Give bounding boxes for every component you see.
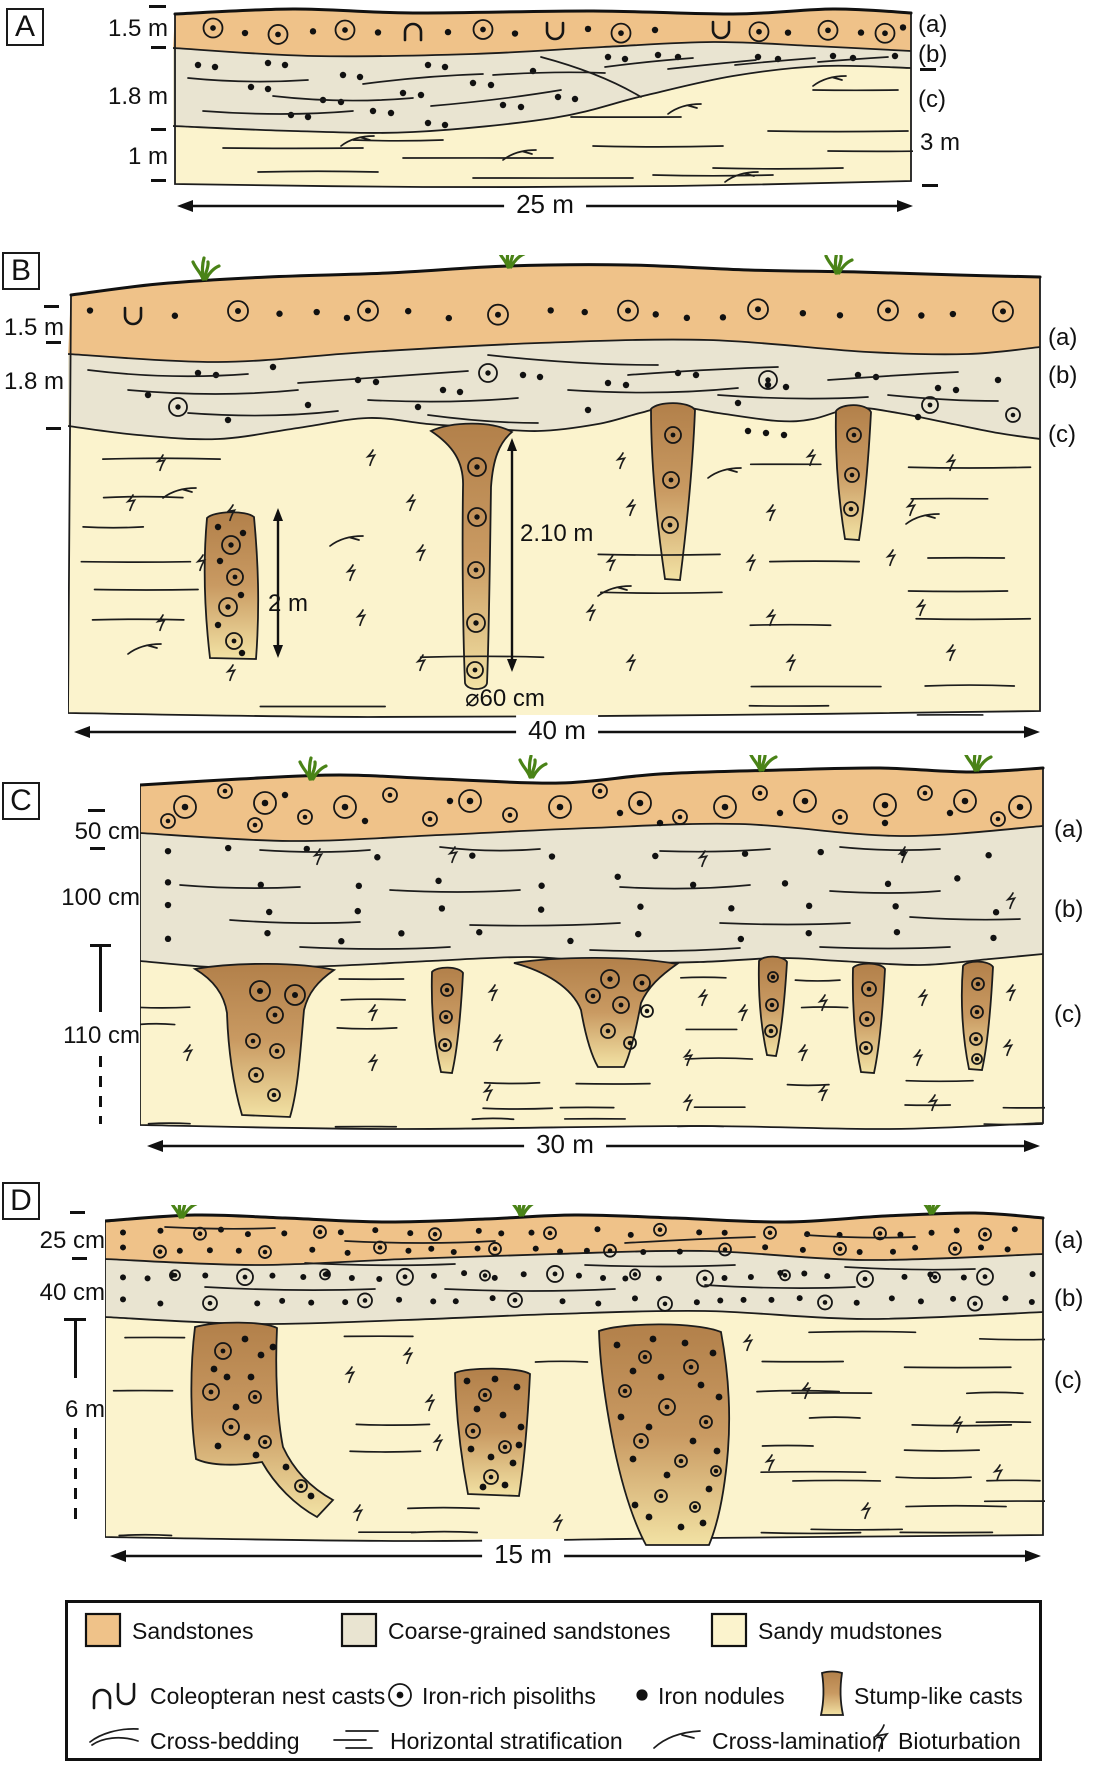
cross-bedding-icon — [89, 1728, 139, 1746]
scale-label: 6 m — [64, 1396, 105, 1423]
scale-label: 100 cm — [61, 884, 140, 911]
section-D-drawing — [105, 1205, 1045, 1546]
nest-casts-icon — [92, 1682, 136, 1710]
scale-tick — [90, 944, 111, 947]
scale-label: 1.5 m — [3, 314, 64, 341]
scale-label: 25 cm — [39, 1227, 105, 1254]
legend-label-nest-casts: Coleopteran nest casts — [150, 1683, 386, 1709]
width-scale-arrow-B: 40 m — [72, 715, 1042, 746]
section-C-drawing — [140, 755, 1045, 1130]
width-scale-arrow-D: 15 m — [108, 1539, 1043, 1570]
legend-label-sandy-mudstones: Sandy mudstones — [758, 1618, 943, 1644]
nodule-icon — [636, 1689, 648, 1701]
section-A-graphics — [173, 7, 913, 189]
section-C-graphics — [140, 755, 1045, 1130]
scale-tick — [88, 809, 105, 812]
scale-tick — [44, 305, 59, 308]
width-label-D: 15 m — [482, 1539, 564, 1570]
horizontal-stratification-icon — [333, 1730, 379, 1749]
layer-label-a: (a) — [1048, 324, 1078, 351]
scale-tick — [72, 1257, 87, 1260]
panel-letter-C: C — [2, 782, 40, 820]
right-scale-label: 3 m — [920, 129, 961, 156]
section-D-graphics — [105, 1205, 1045, 1546]
layer-label-b: (b) — [1054, 1285, 1084, 1312]
scale-tick — [90, 847, 105, 850]
legend-label-nodules: Iron nodules — [658, 1683, 785, 1709]
scale-tick — [151, 128, 166, 131]
sandstones-swatch — [84, 1612, 122, 1648]
panel-letter-B: B — [2, 252, 40, 290]
panel-letter-A: A — [6, 8, 44, 46]
scale-tick — [149, 5, 166, 8]
scale-label: 110 cm — [63, 1022, 140, 1049]
legend-label-cross-bedding: Cross-bedding — [150, 1728, 300, 1754]
width-label-C: 30 m — [524, 1129, 606, 1160]
layer-label-a: (a) — [918, 11, 948, 38]
layer-label-c: (c) — [1054, 1367, 1082, 1394]
layer-label-c: (c) — [1048, 421, 1076, 448]
cast-diameter-label: ⌀60 cm — [465, 685, 545, 712]
legend-label-coarse-sandstones: Coarse-grained sandstones — [388, 1618, 671, 1644]
legend-label-sandstones: Sandstones — [132, 1618, 254, 1644]
layer-label-a: (a) — [1054, 816, 1084, 843]
legend-label-bioturbation: Bioturbation — [898, 1728, 1021, 1754]
section-B-drawing: 2 m 2.10 m ⌀60 cm — [68, 255, 1042, 718]
scale-label: 1 m — [127, 143, 168, 170]
scale-tick — [920, 68, 936, 71]
scale-label: 40 cm — [39, 1279, 105, 1306]
layer-label-b: (b) — [918, 41, 948, 68]
width-scale-arrow-C: 30 m — [145, 1129, 1042, 1160]
cross-lamination-icon — [653, 1730, 701, 1749]
layer-label-b: (b) — [1048, 362, 1078, 389]
layer-label-c: (c) — [1054, 1001, 1082, 1028]
layer-label-b: (b) — [1054, 896, 1084, 923]
coarse-sandstones-swatch — [340, 1612, 378, 1648]
width-label-A: 25 m — [504, 189, 586, 220]
layer-label-a: (a) — [1054, 1227, 1084, 1254]
scale-tick — [46, 341, 61, 344]
legend-label-pisoliths: Iron-rich pisoliths — [422, 1683, 596, 1709]
scale-bar-dashed — [99, 1056, 102, 1124]
legend-label-cross-lamination: Cross-lamination — [712, 1728, 885, 1754]
sandy-mudstones-swatch — [710, 1612, 748, 1648]
section-B-graphics — [68, 255, 1042, 718]
scale-tick — [151, 179, 166, 182]
cast-depth-label: 2.10 m — [520, 520, 593, 547]
bioturbation-icon — [873, 1724, 890, 1752]
scale-tick — [70, 1211, 85, 1214]
scale-label: 1.8 m — [107, 83, 168, 110]
width-label-B: 40 m — [516, 715, 598, 746]
panel-letter-D: D — [2, 1182, 40, 1220]
scale-bar — [99, 946, 102, 1012]
arrow-graphic — [110, 1550, 1041, 1562]
legend-label-stump-casts: Stump-like casts — [854, 1683, 1023, 1709]
scale-bar — [74, 1318, 77, 1378]
stump-height-label: 2 m — [268, 590, 308, 617]
pisolith-icon — [388, 1683, 412, 1707]
scale-tick — [151, 46, 166, 49]
legend-box — [65, 1600, 1042, 1761]
layer-label-c: (c) — [918, 86, 946, 113]
scale-label: 1.8 m — [3, 368, 64, 395]
stump-icon — [819, 1670, 845, 1716]
section-A-drawing — [173, 7, 913, 189]
width-scale-arrow-A: 25 m — [175, 189, 915, 220]
scale-label: 50 cm — [74, 818, 140, 845]
scale-label: 1.5 m — [107, 15, 168, 42]
legend-label-horizontal-stratification: Horizontal stratification — [390, 1728, 623, 1754]
scale-bar-dashed — [74, 1428, 77, 1522]
scale-tick — [922, 184, 938, 187]
scale-tick — [46, 427, 61, 430]
